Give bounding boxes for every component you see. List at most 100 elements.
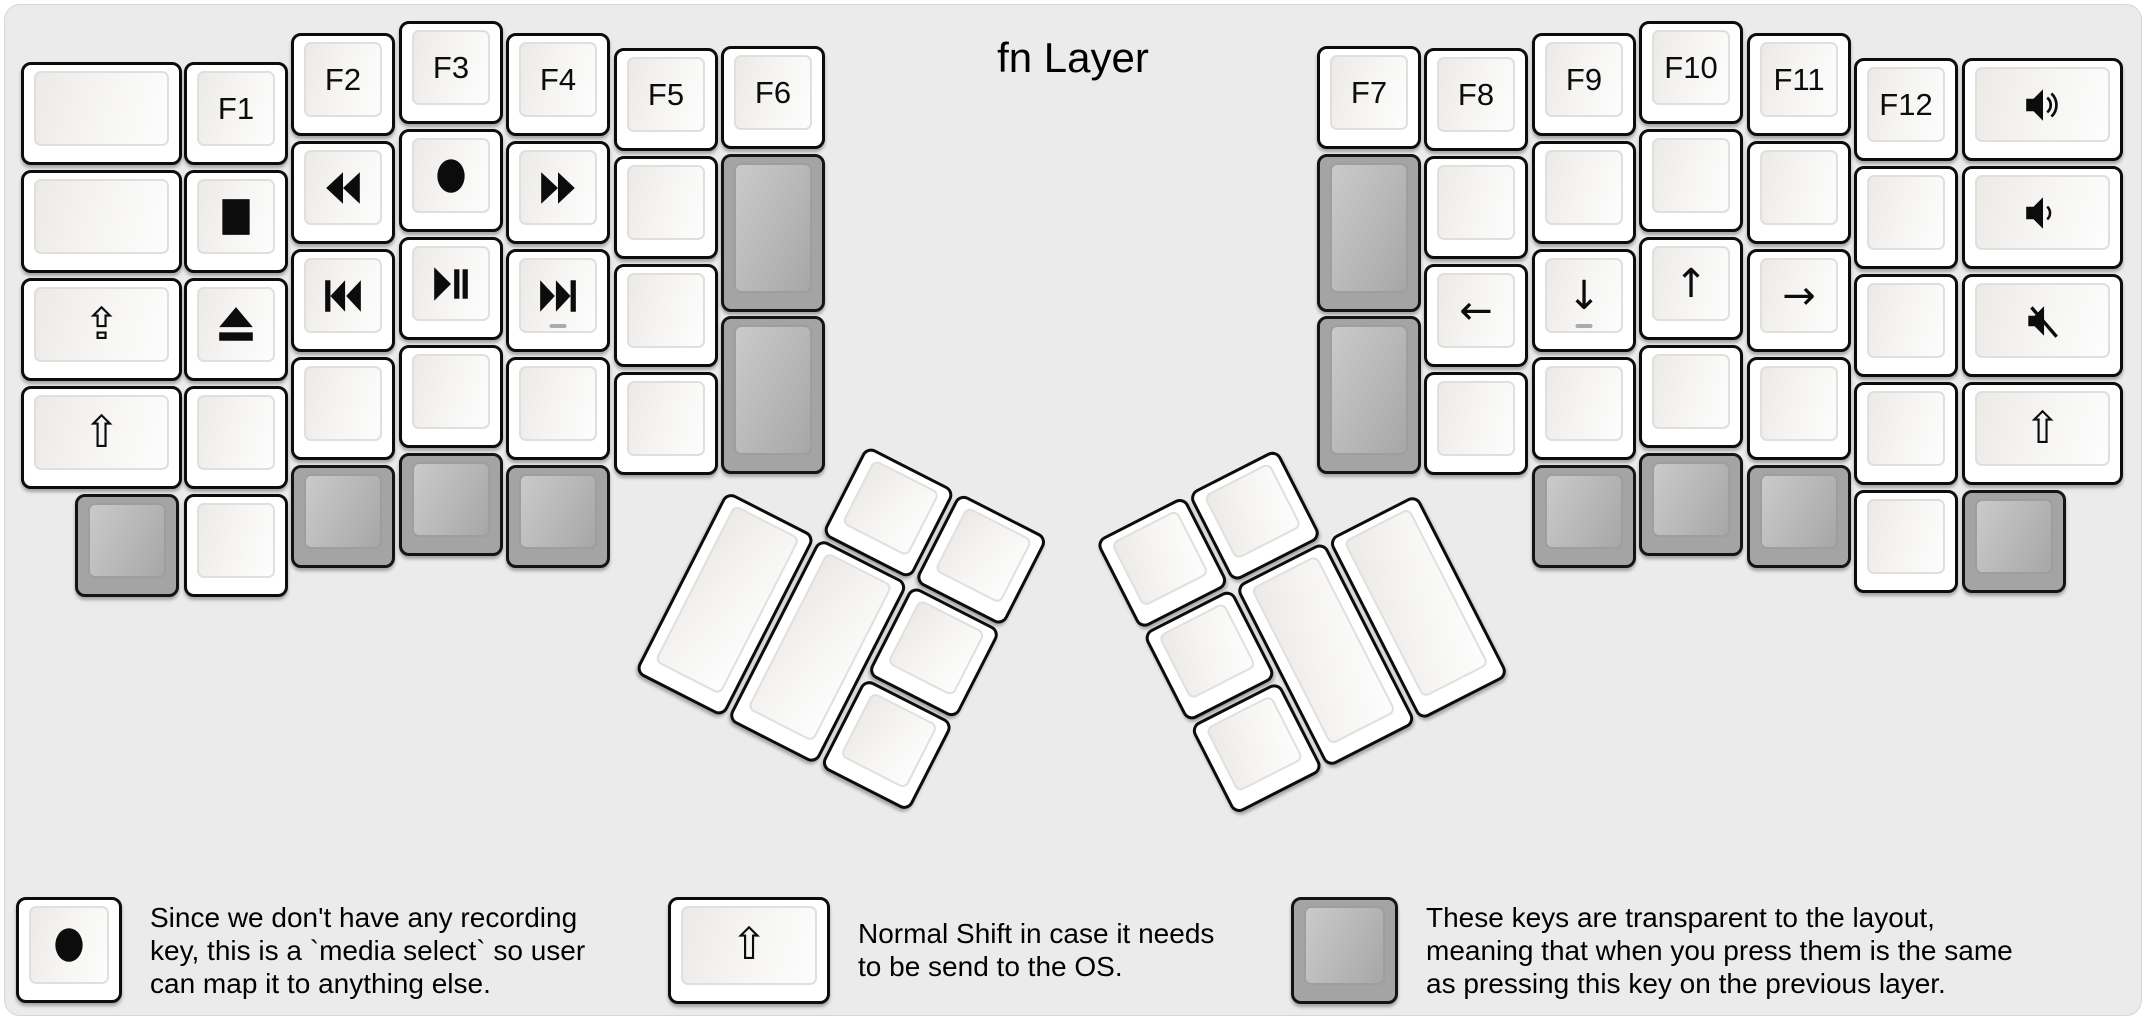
keycap-surface: ⇧: [34, 395, 169, 470]
key-blank[interactable]: [1747, 357, 1851, 460]
key-blank[interactable]: [21, 170, 182, 273]
key-blank[interactable]: [1424, 156, 1528, 259]
key-label: F10: [1664, 50, 1718, 85]
key-blank[interactable]: [1424, 372, 1528, 475]
key-f4[interactable]: F4: [506, 33, 610, 136]
keycap-surface: [734, 325, 812, 455]
key-blank[interactable]: [1854, 382, 1958, 485]
key-f8[interactable]: F8: [1424, 48, 1528, 151]
key-blank[interactable]: [506, 357, 610, 460]
key-mute[interactable]: [1962, 274, 2123, 377]
key-stop[interactable]: [184, 170, 288, 273]
key-label: F12: [1879, 87, 1933, 122]
key-blank[interactable]: [614, 264, 718, 367]
key-record[interactable]: [399, 129, 503, 232]
key-transparent[interactable]: [721, 316, 825, 474]
fast-forward-icon: [537, 167, 579, 209]
key-f9[interactable]: F9: [1532, 33, 1636, 136]
key-blank[interactable]: [184, 494, 288, 597]
mute-icon: [2022, 300, 2064, 342]
keycap-surface: [412, 138, 490, 213]
key-play-pause[interactable]: [399, 237, 503, 340]
key-blank[interactable]: [399, 345, 503, 448]
keycap-surface: [1867, 283, 1945, 358]
key-transparent[interactable]: [75, 494, 179, 597]
key-blank[interactable]: [1639, 345, 1743, 448]
key-transparent[interactable]: [1639, 453, 1743, 556]
legend-key-slot: [1291, 896, 1398, 1004]
key-fast-forward[interactable]: [506, 141, 610, 244]
prev-track-icon: [322, 275, 364, 317]
page-title: fn Layer: [997, 34, 1149, 81]
shift-icon: ⇧: [83, 406, 120, 458]
key-shift-left[interactable]: ⇧: [21, 386, 182, 489]
key-blank[interactable]: [1532, 141, 1636, 244]
key-blank[interactable]: [184, 386, 288, 489]
key-transparent[interactable]: [721, 154, 825, 312]
keycap-surface: [34, 71, 169, 146]
key-transparent[interactable]: [1962, 490, 2066, 593]
key-blank[interactable]: [21, 62, 182, 165]
key-transparent[interactable]: [506, 465, 610, 568]
key-caps-lock[interactable]: ⇪: [21, 278, 182, 381]
key-arrow-left[interactable]: ←: [1424, 264, 1528, 367]
key-f7[interactable]: F7: [1317, 46, 1421, 149]
key-eject[interactable]: [184, 278, 288, 381]
key-blank[interactable]: [1747, 141, 1851, 244]
key-f1[interactable]: F1: [184, 62, 288, 165]
key-volume-down[interactable]: [1962, 166, 2123, 269]
keycap-surface: [88, 503, 166, 578]
key-blank[interactable]: [1854, 274, 1958, 377]
keycap-surface: [1157, 602, 1257, 700]
key-blank[interactable]: [1639, 129, 1743, 232]
legend-text-media-select: Since we don't have any recording key, t…: [150, 901, 586, 999]
key-transparent[interactable]: [1317, 154, 1421, 312]
key-f10[interactable]: F10: [1639, 21, 1743, 124]
key-volume-up[interactable]: [1962, 58, 2123, 161]
key-f2[interactable]: F2: [291, 33, 395, 136]
keycap-surface: [197, 287, 275, 362]
key-prev-track[interactable]: [291, 249, 395, 352]
keycap-surface: [1652, 138, 1730, 213]
keycap-surface: [839, 691, 939, 790]
key-blank[interactable]: [1532, 357, 1636, 460]
key-transparent[interactable]: [399, 453, 503, 556]
keycap-surface: [1652, 354, 1730, 429]
key-f12[interactable]: F12: [1854, 58, 1958, 161]
stop-icon: [215, 196, 257, 238]
key-transparent[interactable]: [1532, 465, 1636, 568]
keycap-surface: →: [1760, 258, 1838, 333]
key-f5[interactable]: F5: [614, 48, 718, 151]
key-arrow-right[interactable]: →: [1747, 249, 1851, 352]
legend-key-slot: [16, 897, 122, 1003]
shift-icon: ⇧: [2024, 402, 2061, 454]
legend-key-slot: ⇧: [668, 896, 830, 1004]
keycap-surface: [934, 506, 1033, 605]
key-next-track[interactable]: [506, 249, 610, 352]
keycap-surface: [1545, 366, 1623, 441]
play-pause-icon: [430, 263, 472, 305]
caps-lock-icon: ⇪: [83, 298, 120, 350]
key-blank[interactable]: [614, 156, 718, 259]
key-transparent[interactable]: [1747, 465, 1851, 568]
key-transparent[interactable]: [1317, 316, 1421, 474]
key-arrow-down[interactable]: ↓: [1532, 249, 1636, 352]
key-f3[interactable]: F3: [399, 21, 503, 124]
key-blank[interactable]: [1854, 490, 1958, 593]
key-blank[interactable]: [291, 357, 395, 460]
key-rewind[interactable]: [291, 141, 395, 244]
key-f6[interactable]: F6: [721, 46, 825, 149]
key-shift-right[interactable]: ⇧: [1962, 382, 2123, 485]
keycap-surface: [1330, 325, 1408, 455]
keycap-surface: [197, 395, 275, 470]
record-icon: [430, 155, 472, 197]
key-transparent[interactable]: [291, 465, 395, 568]
key-blank[interactable]: [614, 372, 718, 475]
keycap-surface: F9: [1545, 42, 1623, 117]
legend-text-transparent: These keys are transparent to the layout…: [1426, 901, 2013, 999]
key-blank[interactable]: [1854, 166, 1958, 269]
key-arrow-up[interactable]: ↑: [1639, 237, 1743, 340]
keycap-surface: [1437, 381, 1515, 456]
key-f11[interactable]: F11: [1747, 33, 1851, 136]
